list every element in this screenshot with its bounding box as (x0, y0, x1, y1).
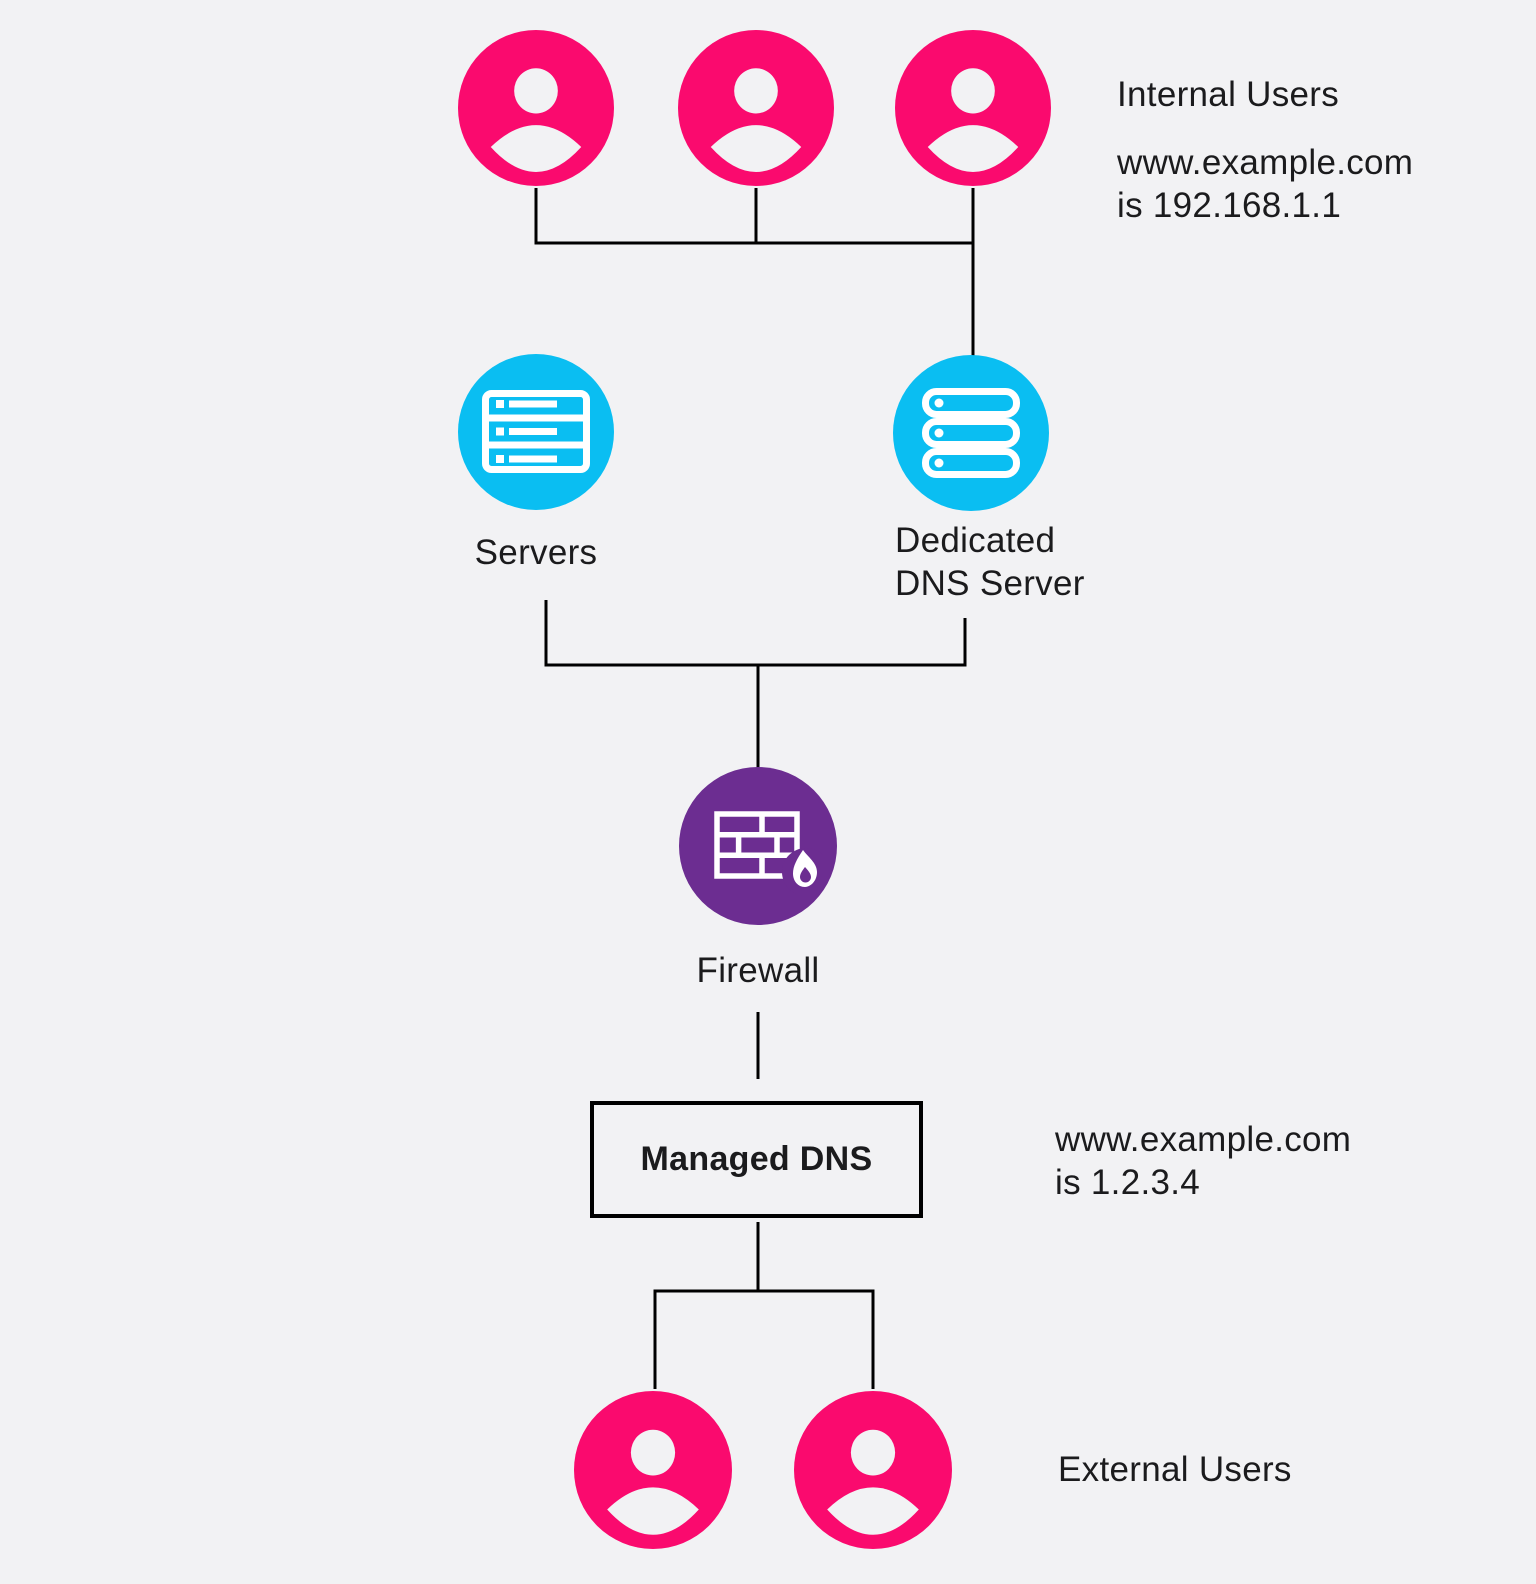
servers-label: Servers (474, 533, 598, 572)
servers-icon (482, 390, 590, 473)
managed-dns-box: Managed DNS (590, 1101, 923, 1218)
dns-server-icon (922, 388, 1020, 478)
dedicated-dns-label-line1: Dedicated (895, 521, 1056, 560)
firewall-label: Firewall (696, 951, 820, 990)
firewall-node-circle (679, 767, 837, 925)
external-user-icon (574, 1391, 732, 1549)
internal-users-label: Internal Users (1117, 75, 1340, 114)
external-users-label: External Users (1058, 1450, 1292, 1489)
internal-user-icon (895, 30, 1051, 186)
dedicated-dns-label: Dedicated DNS Server (895, 519, 1085, 605)
internal-dns-note: www.example.com is 192.168.1.1 (1117, 141, 1413, 227)
internal-user-icon (458, 30, 614, 186)
managed-dns-note: www.example.com is 1.2.3.4 (1055, 1118, 1351, 1204)
managed-dns-label: Managed DNS (640, 1140, 873, 1178)
firewall-icon (711, 806, 823, 894)
internal-dns-note-line1: www.example.com (1117, 143, 1414, 182)
external-user-icon (794, 1391, 952, 1549)
managed-dns-note-line1: www.example.com (1055, 1120, 1352, 1159)
dedicated-dns-node-circle (893, 355, 1049, 511)
internal-dns-note-line2: is 192.168.1.1 (1117, 186, 1342, 225)
dedicated-dns-label-line2: DNS Server (895, 564, 1085, 603)
internal-user-icon (678, 30, 834, 186)
managed-dns-note-line2: is 1.2.3.4 (1055, 1163, 1201, 1202)
